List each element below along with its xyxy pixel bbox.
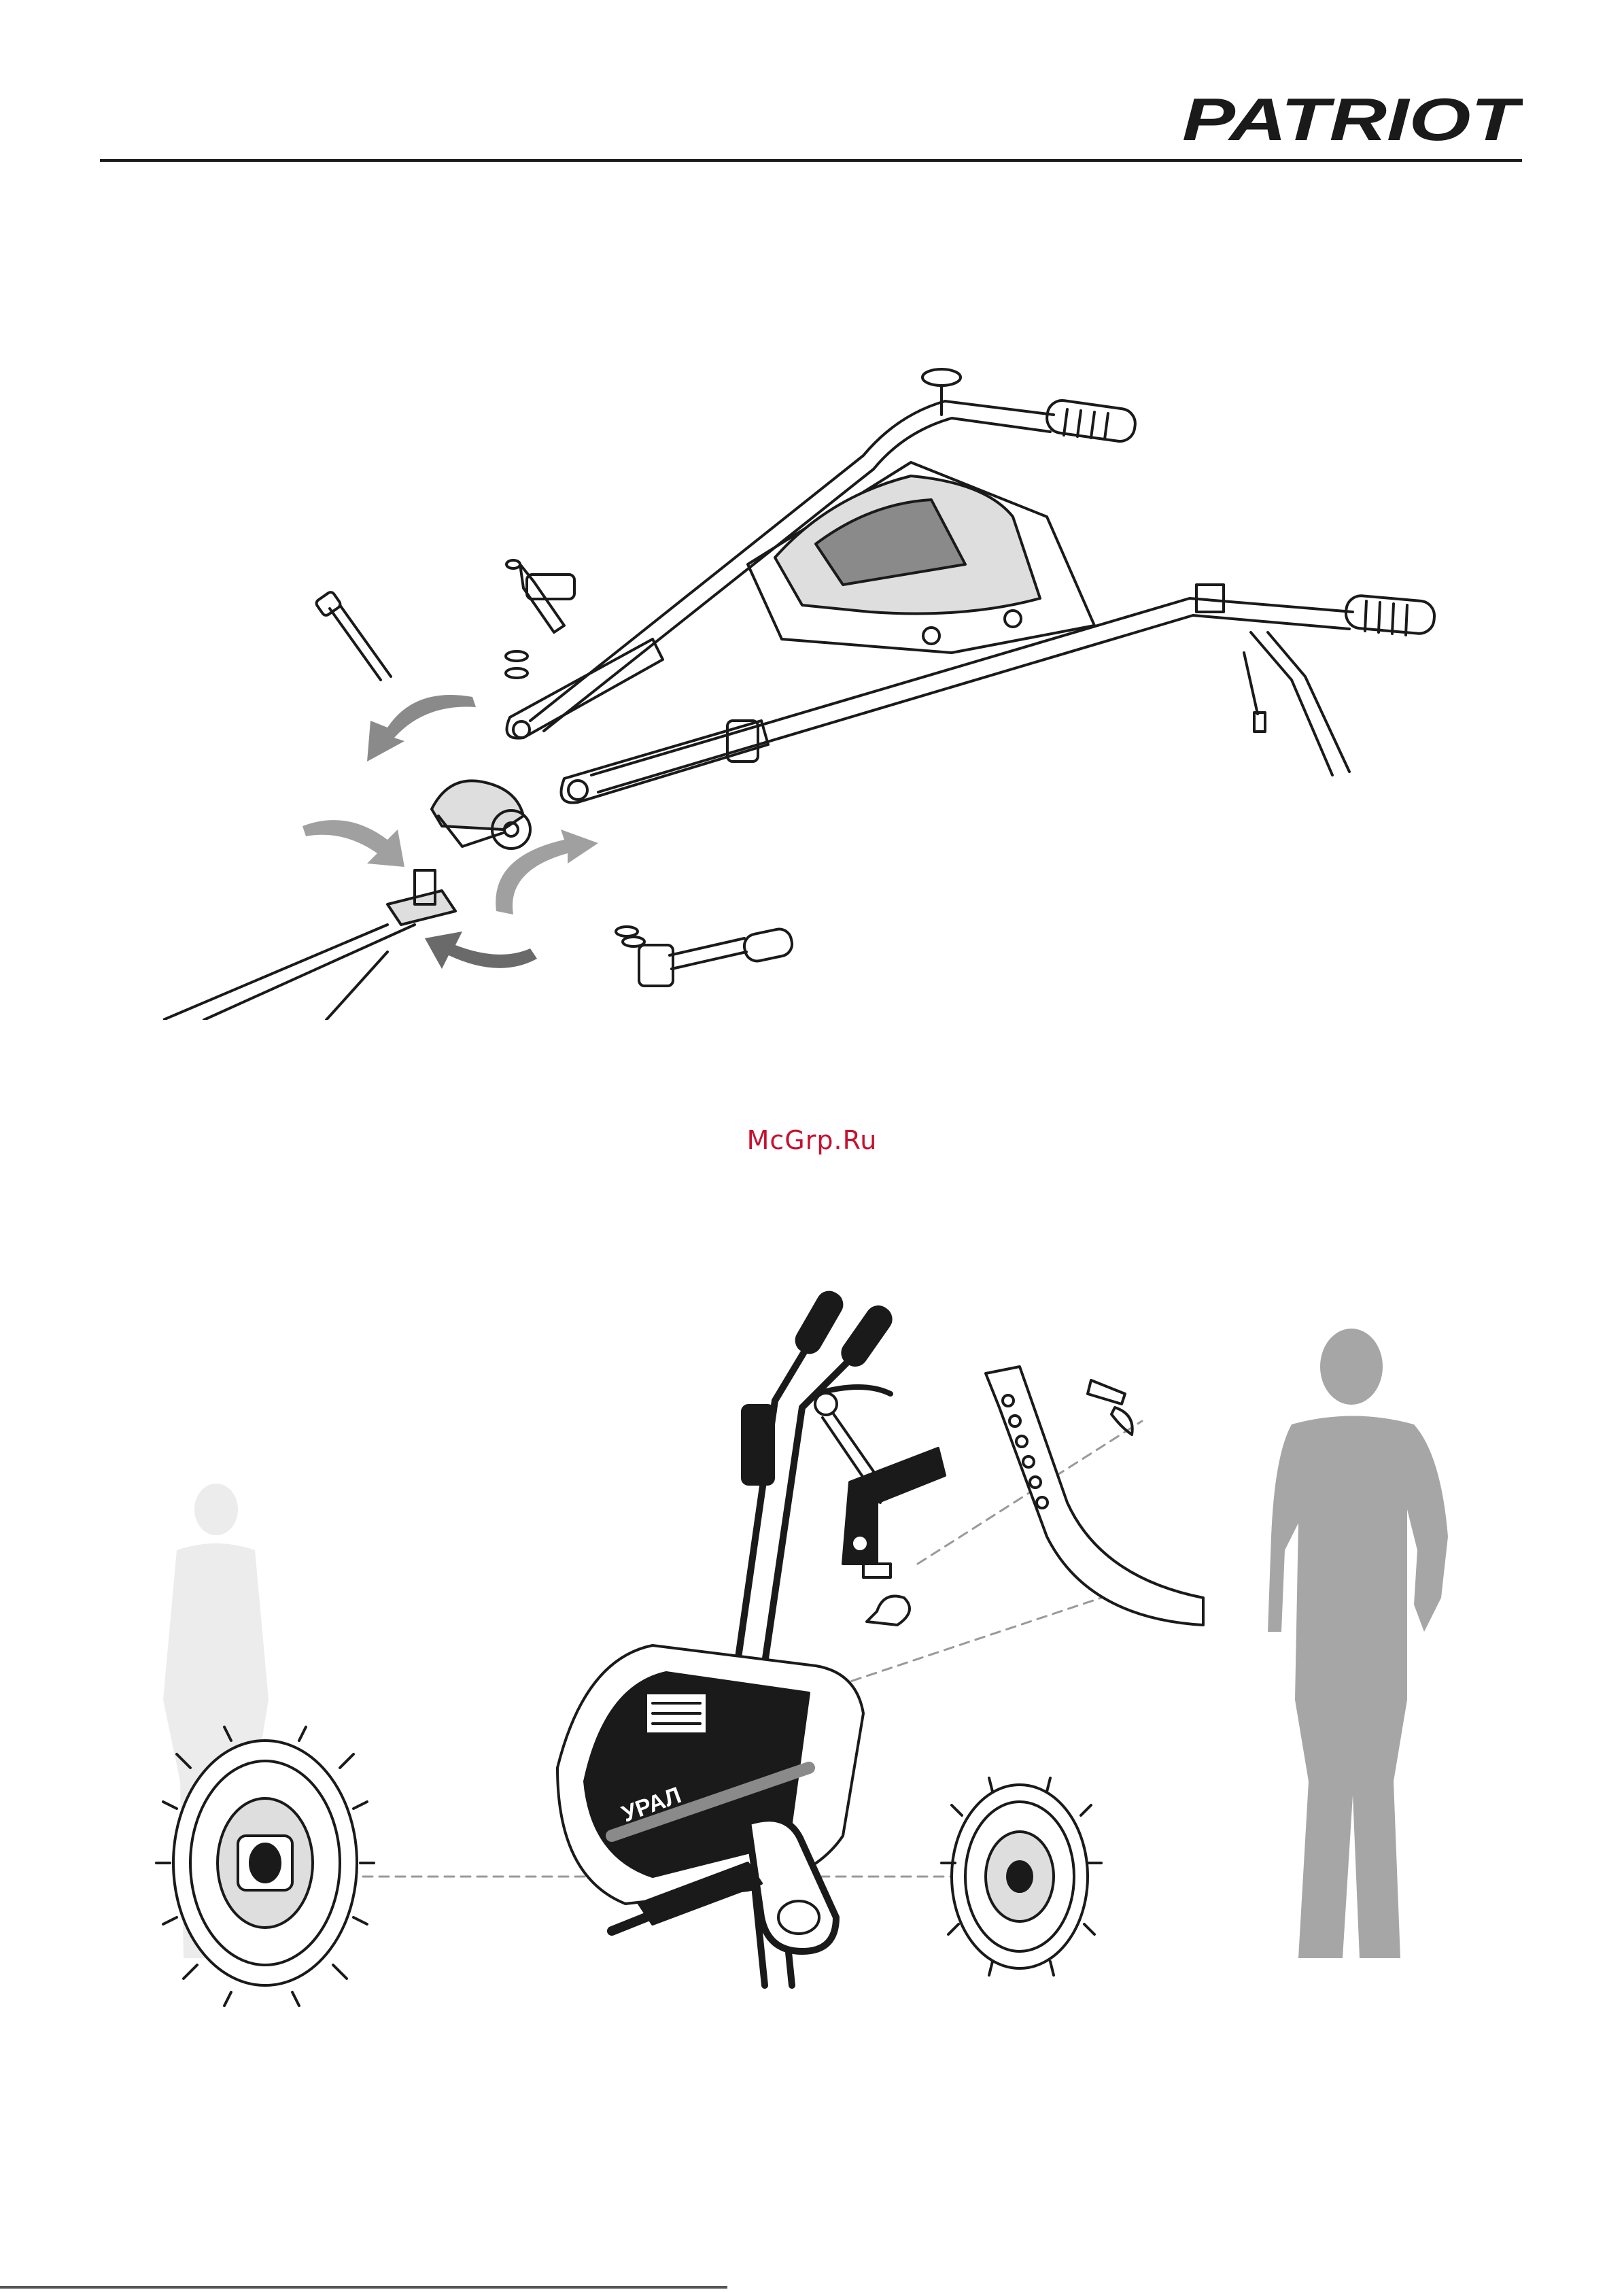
brand-logo-mark: PATRIOT <box>1179 88 1523 148</box>
person-silhouette-large <box>1268 1329 1448 1958</box>
brand-name: PATRIOT <box>1182 88 1523 148</box>
header-rule <box>100 159 1522 162</box>
hitch-bracket <box>843 1448 945 1625</box>
clutch-lever <box>1244 632 1349 775</box>
footer-rule <box>0 2286 727 2289</box>
swivel-joint <box>432 781 530 849</box>
watermark-text: McGrp.Ru <box>0 1125 1624 1155</box>
locking-handle <box>506 560 574 632</box>
cotter-pins <box>1088 1380 1133 1435</box>
brand-logo: PATRIOT <box>1179 88 1523 148</box>
handlebar-brackets <box>507 639 769 803</box>
handlebar-bolt <box>315 591 391 680</box>
handlebar-assembly-diagram <box>163 340 1475 1020</box>
wheel-right <box>941 1778 1101 1975</box>
control-panel-plate <box>748 462 1094 653</box>
plough-bar <box>986 1367 1203 1625</box>
crank-handle <box>639 927 794 986</box>
column-stud <box>163 870 455 1020</box>
engine-body: УРАЛ <box>557 1645 863 1904</box>
cultivator-assembly-diagram: УРАЛ <box>136 1278 1496 2013</box>
